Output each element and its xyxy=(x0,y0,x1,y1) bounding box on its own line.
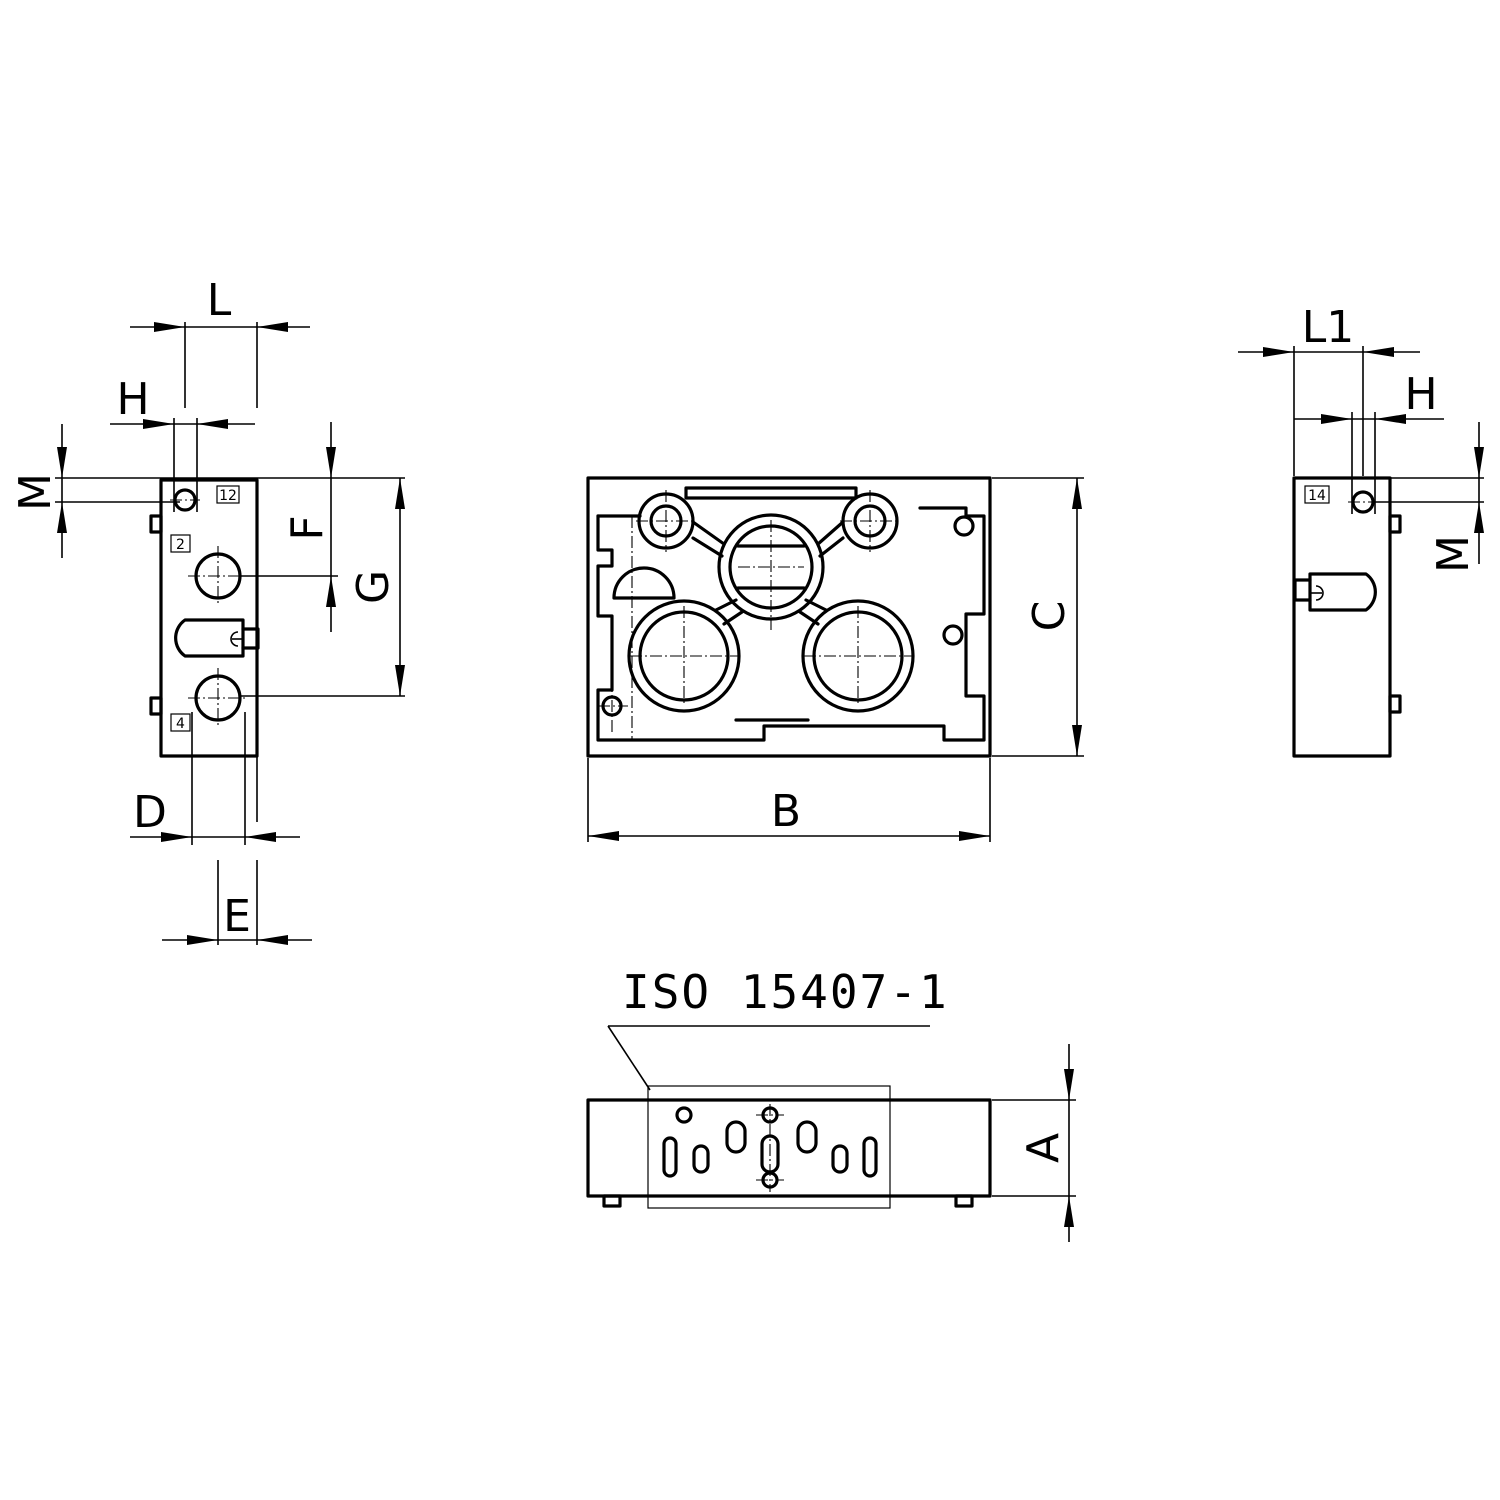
svg-text:ISO 15407-1: ISO 15407-1 xyxy=(622,965,949,1019)
svg-text:C: C xyxy=(1024,601,1075,632)
dimension-g: G xyxy=(240,478,405,697)
top-view xyxy=(586,476,992,758)
svg-text:H: H xyxy=(1404,369,1437,420)
svg-text:14: 14 xyxy=(1308,488,1326,504)
dimension-m-left: M xyxy=(10,424,405,558)
svg-text:12: 12 xyxy=(219,488,237,504)
port-label-2: 2 xyxy=(170,534,191,553)
port-label-12: 12 xyxy=(216,485,240,504)
right-side-view xyxy=(1292,476,1402,758)
dimension-l1: L1 xyxy=(1238,302,1420,476)
svg-text:B: B xyxy=(771,786,801,837)
port-label-4: 4 xyxy=(170,713,191,732)
svg-text:H: H xyxy=(116,374,149,425)
dimension-h-right: H xyxy=(1294,369,1444,514)
svg-text:F: F xyxy=(282,515,333,540)
dimension-c: C xyxy=(992,477,1084,757)
front-view xyxy=(586,1085,992,1209)
dimension-d: D xyxy=(130,712,300,845)
svg-text:4: 4 xyxy=(176,716,185,732)
iso-standard-callout: ISO 15407-1 xyxy=(607,965,949,1091)
dimension-f: F xyxy=(240,422,338,632)
svg-text:M: M xyxy=(10,473,61,511)
svg-text:L1: L1 xyxy=(1302,302,1355,353)
dimension-l: L xyxy=(130,275,310,408)
dimension-e: E xyxy=(162,860,312,945)
dimension-a: A xyxy=(992,1044,1076,1242)
svg-text:D: D xyxy=(133,787,167,838)
svg-text:2: 2 xyxy=(176,537,185,553)
svg-text:A: A xyxy=(1018,1133,1069,1163)
svg-text:M: M xyxy=(1428,535,1479,573)
dimension-h-left: H xyxy=(110,374,255,512)
left-side-view xyxy=(149,478,260,758)
dimension-m-right: M xyxy=(1375,422,1484,573)
svg-text:L: L xyxy=(207,275,232,326)
svg-text:G: G xyxy=(348,570,399,604)
port-label-14: 14 xyxy=(1304,485,1330,504)
dimension-b: B xyxy=(587,758,991,842)
svg-text:E: E xyxy=(223,891,251,942)
